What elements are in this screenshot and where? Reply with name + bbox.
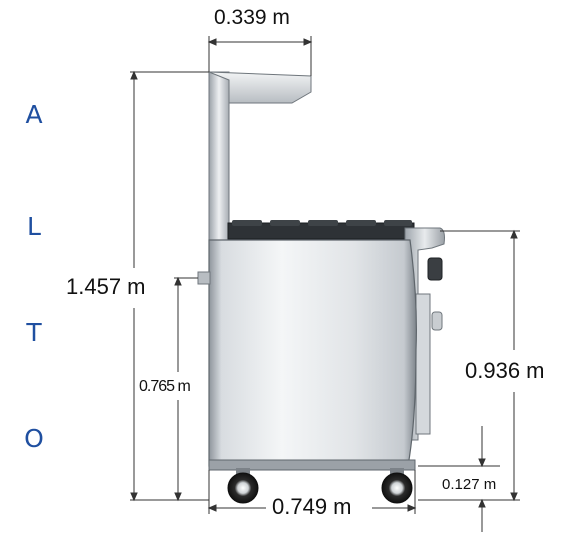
base-frame: [208, 459, 416, 471]
vertical-label-o: O: [24, 424, 44, 453]
dimension-lines: [130, 36, 520, 532]
dim-label-total-height: 1.457 m: [66, 274, 146, 299]
dim-mid-arrow-bottom: [174, 492, 182, 502]
vertical-label-t: T: [26, 318, 42, 347]
dim-label-work-height: 0.936 m: [465, 358, 545, 383]
oven-door-side: [415, 293, 431, 435]
dim-base-arrow-top: [478, 458, 486, 468]
range-unit: [197, 71, 445, 504]
rear-caster: [227, 468, 259, 504]
front-caster: [381, 468, 413, 504]
dim-label-base-depth: 0.749 m: [272, 494, 352, 519]
burner-grates: [227, 220, 415, 240]
back-post: [208, 71, 230, 245]
dim-label-shelf-width: 0.339 m: [214, 6, 290, 29]
dim-base-arrow-bottom: [478, 498, 486, 508]
dim-depth-arrow-right: [407, 504, 417, 512]
dim-work-arrow-top: [510, 229, 518, 239]
control-knob: [427, 257, 443, 281]
dim-label-mid-height: 0.765 m: [139, 378, 191, 395]
main-body: [208, 239, 417, 467]
dim-work-arrow-bottom: [510, 492, 518, 502]
vertical-label-l: L: [27, 212, 41, 241]
dim-depth-arrow-left: [207, 504, 217, 512]
door-handle: [431, 311, 443, 331]
dim-shelf-arrow-left: [207, 38, 217, 46]
dim-shelf-arrow-right: [303, 38, 313, 46]
dim-total-arrow-bottom: [130, 492, 138, 502]
gas-inlet: [197, 271, 211, 285]
dim-total-arrow-top: [130, 70, 138, 80]
vertical-label-a: A: [25, 100, 43, 129]
dim-mid-arrow-top: [174, 276, 182, 286]
dim-label-base-height: 0.127 m: [442, 476, 497, 493]
